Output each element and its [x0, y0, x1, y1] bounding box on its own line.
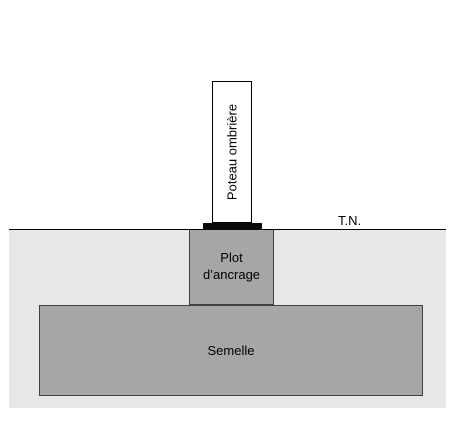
anchor-block-label-line2: d’ancrage [202, 267, 261, 282]
shade-post: Poteau ombrière [212, 81, 252, 223]
footing-block: Semelle [39, 305, 423, 396]
post-label: Poteau ombrière [224, 103, 240, 201]
terrain-label: T.N. [338, 213, 362, 228]
anchor-block: Plot d’ancrage [189, 230, 274, 305]
anchor-block-label: Plot d’ancrage [203, 249, 260, 283]
anchor-block-label-line1: Plot [220, 250, 243, 265]
base-plate [203, 223, 262, 230]
footing-label: Semelle [207, 343, 255, 358]
